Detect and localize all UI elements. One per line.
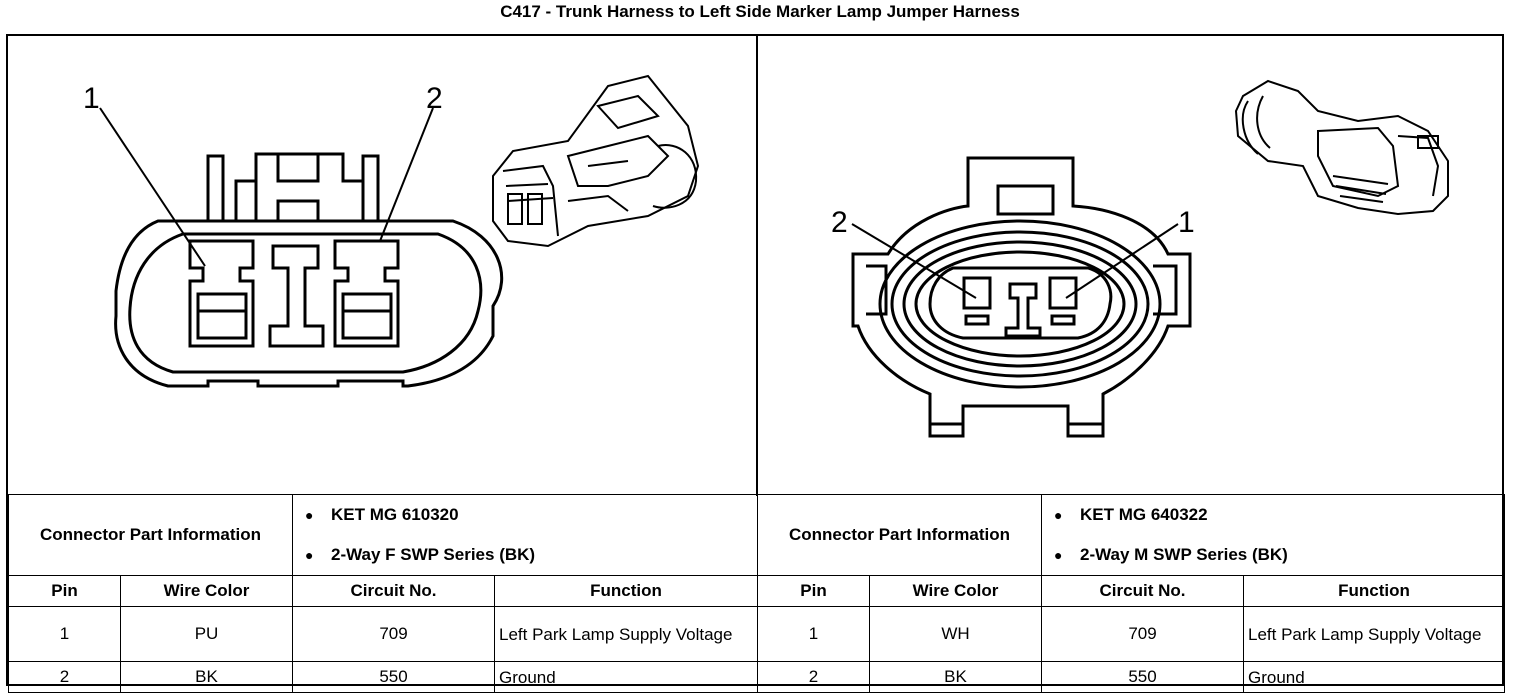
wire-color-cell: BK [868,661,1043,693]
center-key [1004,282,1042,338]
pin-cell: 2 [8,661,121,693]
page-title: C417 - Trunk Harness to Left Side Marker… [500,2,1020,21]
callout-line-1 [99,107,206,267]
col-header-pin: Pin [757,575,870,607]
pin-cell: 1 [8,606,121,662]
callout-line-2 [379,107,434,242]
function-cell: Ground [1243,661,1506,693]
latch-center [234,152,365,221]
cpi-description: 2-Way M SWP Series (BK) [1054,535,1500,575]
terminal-cavity-2 [333,239,400,348]
cpi-list: KET MG 640322 2-Way M SWP Series (BK) [1041,494,1506,576]
callout-line-1 [1065,223,1179,299]
circuit-cell: 550 [1041,661,1245,693]
table-row: 2 BK 550 Ground [757,661,1506,693]
function-cell: Left Park Lamp Supply Voltage [494,606,759,662]
female-connector-face-view: 1 2 [83,74,700,388]
shroud-bottom-legs [928,394,1105,426]
cpi-label: Connector Part Information [756,494,1043,576]
seal-ring-2 [890,230,1150,378]
right-pinout-table: Connector Part Information KET MG 640322… [756,494,1506,693]
pin-2 [962,276,992,310]
callout-line-2 [851,223,977,299]
seal-ring-3 [902,240,1138,368]
connector-outer-shroud [851,156,1192,438]
col-header-wire-color: Wire Color [119,575,294,607]
inner-face [928,266,1113,340]
pin-cell: 1 [757,606,870,662]
pin-1 [1048,276,1078,310]
male-connector-iso-icon [1234,79,1449,216]
circuit-cell: 709 [292,606,496,662]
col-header-pin: Pin [8,575,121,607]
cpi-part-number: KET MG 640322 [1054,495,1500,535]
terminal-center-h [268,244,325,348]
male-connector-face-view: 2 1 [831,79,1449,438]
callout-label-2: 2 [426,82,443,115]
pin-cell: 2 [757,661,870,693]
female-connector-iso-icon [492,74,700,248]
function-cell: Left Park Lamp Supply Voltage [1243,606,1506,662]
connector-inner-body [128,232,483,374]
wire-color-cell: WH [868,606,1043,662]
circuit-cell: 550 [292,661,496,693]
callout-label-1: 1 [83,82,100,115]
function-cell: Ground [494,661,759,693]
col-header-function: Function [494,575,759,607]
connector-outer-body [114,219,504,388]
col-header-circuit: Circuit No. [292,575,496,607]
cpi-part-number: KET MG 610320 [305,495,753,535]
cpi-description: 2-Way F SWP Series (BK) [305,535,753,575]
wire-color-cell: BK [119,661,294,693]
left-pinout-table: Connector Part Information KET MG 610320… [7,494,759,693]
callout-label-2: 2 [831,206,848,239]
seal-ring-1 [878,219,1162,389]
col-header-wire-color: Wire Color [868,575,1043,607]
table-row: 1 WH 709 Left Park Lamp Supply Voltage [757,606,1506,662]
latch-tower [206,154,380,221]
table-row: 1 PU 709 Left Park Lamp Supply Voltage [8,606,759,662]
cpi-list: KET MG 610320 2-Way F SWP Series (BK) [292,494,759,576]
cpi-label: Connector Part Information [7,494,294,576]
col-header-function: Function [1243,575,1506,607]
top-latch [996,184,1055,216]
table-row: 2 BK 550 Ground [8,661,759,693]
callout-label-1: 1 [1178,206,1195,239]
center-divider [756,34,758,496]
circuit-cell: 709 [1041,606,1245,662]
wire-color-cell: PU [119,606,294,662]
terminal-cavity-1 [188,239,255,348]
seal-ring-4 [914,250,1126,358]
col-header-circuit: Circuit No. [1041,575,1245,607]
